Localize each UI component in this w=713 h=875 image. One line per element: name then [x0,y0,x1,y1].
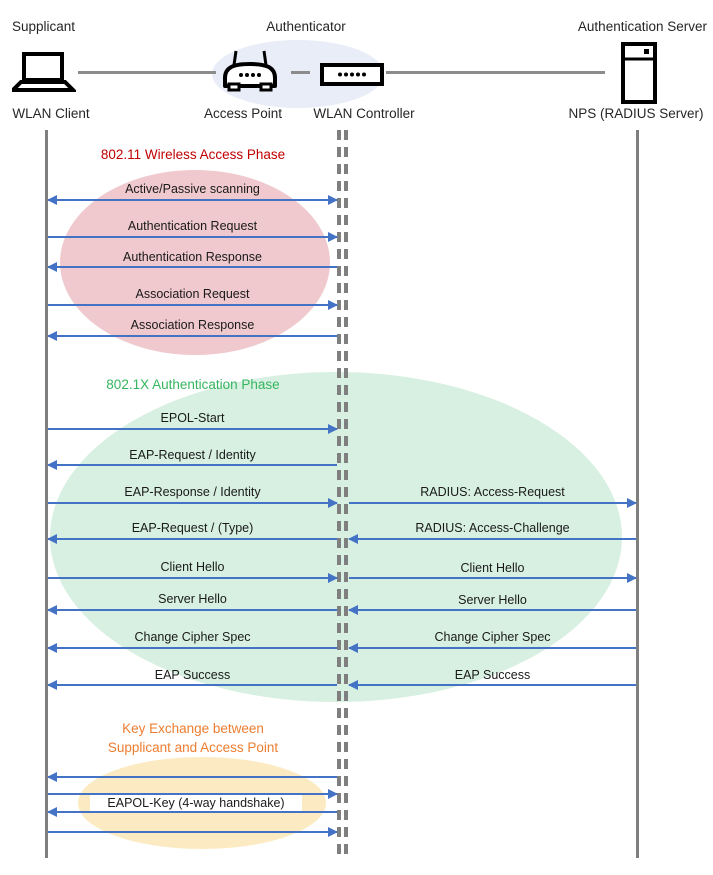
lifeline-authenticator-1 [337,130,341,858]
msg-label-server-hello-right: Server Hello [458,593,527,607]
phase3-title-line2: Supplicant and Access Point [107,740,279,755]
role-authentication-server: Authentication Server [577,19,707,34]
phase3-title-line1: Key Exchange between [122,721,264,736]
msg-label-authentication-response: Authentication Response [123,250,262,264]
connector-client-ap [78,71,216,74]
access-point-icon [223,50,277,92]
msg-label-client-hello-left: Client Hello [160,560,225,574]
connector-controller-server [386,71,605,74]
msg-arrow-authentication-response [47,262,337,272]
device-nps-radius-server: NPS (RADIUS Server) [568,106,704,121]
device-wlan-controller: WLAN Controller [313,106,415,121]
msg-label-eap-request-type: EAP-Request / (Type) [131,521,254,535]
laptop-icon [12,52,76,92]
role-supplicant: Supplicant [12,19,76,34]
msg-label-eap-success-right: EAP Success [454,668,531,682]
lifeline-wlan-client [45,130,48,858]
role-authenticator: Authenticator [266,19,346,34]
msg-label-change-cipher-spec-right: Change Cipher Spec [434,630,551,644]
msg-arrow-server-hello-left [47,605,337,615]
msg-arrow-eap-response-identity [48,498,338,508]
msg-label-server-hello-left: Server Hello [158,592,227,606]
lifeline-radius-server [636,130,639,858]
msg-arrow-authentication-request [48,232,338,242]
wlan-controller-icon [320,63,384,86]
msg-arrow-radius-access-request [349,498,637,508]
msg-arrow-epol-start [48,424,338,434]
msg-label-radius-access-request: RADIUS: Access-Request [420,485,565,499]
msg-label-change-cipher-spec-left: Change Cipher Spec [134,630,251,644]
device-wlan-client: WLAN Client [12,106,90,121]
msg-arrow-eapol-key-4 [48,827,338,837]
msg-arrow-radius-access-challenge [348,534,636,544]
msg-arrow-eap-success-right [348,680,636,690]
lifeline-authenticator-2 [344,130,348,858]
msg-arrow-change-cipher-spec-left [47,643,337,653]
msg-arrow-association-request [48,300,338,310]
phase1-title: 802.11 Wireless Access Phase [100,147,286,162]
msg-label-eap-request-identity: EAP-Request / Identity [129,448,256,462]
msg-arrow-eap-request-identity [47,460,337,470]
msg-label-eapol-key: EAPOL-Key (4-way handshake) [90,795,302,811]
msg-arrow-eapol-key-1 [47,772,337,782]
msg-label-client-hello-right: Client Hello [460,561,525,575]
msg-label-radius-access-challenge: RADIUS: Access-Challenge [415,521,570,535]
msg-label-authentication-request: Authentication Request [127,219,258,233]
msg-arrow-association-response [47,331,337,341]
device-access-point: Access Point [203,106,283,121]
msg-label-association-response: Association Response [130,318,255,332]
msg-arrow-client-hello-right [349,573,637,583]
msg-label-eap-response-identity: EAP-Response / Identity [124,485,261,499]
msg-label-eap-success-left: EAP Success [154,668,231,682]
phase2-title: 802.1X Authentication Phase [106,377,280,392]
msg-arrow-change-cipher-spec-right [348,643,636,653]
msg-arrow-eap-success-left [47,680,337,690]
msg-label-epol-start: EPOL-Start [160,411,225,425]
msg-arrow-eap-request-type [47,534,337,544]
msg-arrow-scanning [47,195,338,205]
msg-arrow-eapol-key-3 [47,807,337,817]
msg-arrow-client-hello-left [48,573,338,583]
msg-label-association-request: Association Request [135,287,250,301]
connector-ap-controller [291,71,310,74]
server-icon [621,42,657,104]
msg-arrow-server-hello-right [348,605,636,615]
msg-arrow-eapol-key-2 [48,789,338,799]
msg-label-scanning: Active/Passive scanning [125,182,260,196]
